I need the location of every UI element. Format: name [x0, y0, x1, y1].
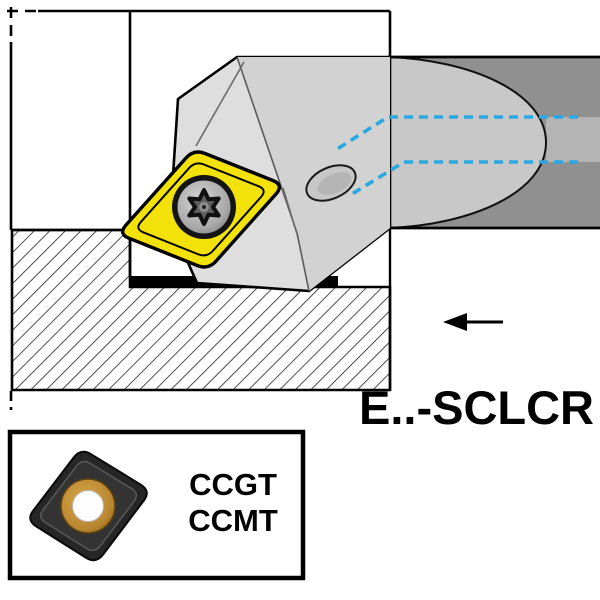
feed-direction-arrow-icon: [443, 313, 503, 331]
cutting-insert: [121, 150, 282, 269]
coolant-outlet-shade: [317, 172, 352, 195]
insert-type-label-ccgt: CCGT: [189, 467, 277, 502]
insert-photo: [29, 450, 148, 562]
coolant-line-lower: [351, 160, 578, 196]
head-right-facet: [237, 57, 390, 291]
shank-dome: [388, 57, 546, 228]
insert-pocket-edge-right: [282, 187, 298, 235]
insert-photo-hole: [72, 490, 104, 522]
shank-dome-outline: [387, 56, 548, 229]
coolant-channel-band: [546, 117, 600, 162]
insert-options-box: CCGT CCMT: [7, 429, 306, 581]
insert-type-label-ccmt: CCMT: [188, 503, 278, 538]
tool-shank: [387, 55, 600, 390]
coolant-outlet: [305, 164, 357, 202]
tool-designation-label: E..-SCLCR: [359, 381, 594, 434]
torx-center-dot: [202, 205, 206, 209]
insert-pocket-edge-top: [195, 61, 245, 147]
coolant-line-upper: [333, 115, 578, 153]
coolant-channel-lines: [333, 115, 578, 196]
insert-top-face-edge: [137, 162, 265, 257]
clamp-screw: [172, 175, 236, 239]
arrow-head: [443, 313, 467, 331]
